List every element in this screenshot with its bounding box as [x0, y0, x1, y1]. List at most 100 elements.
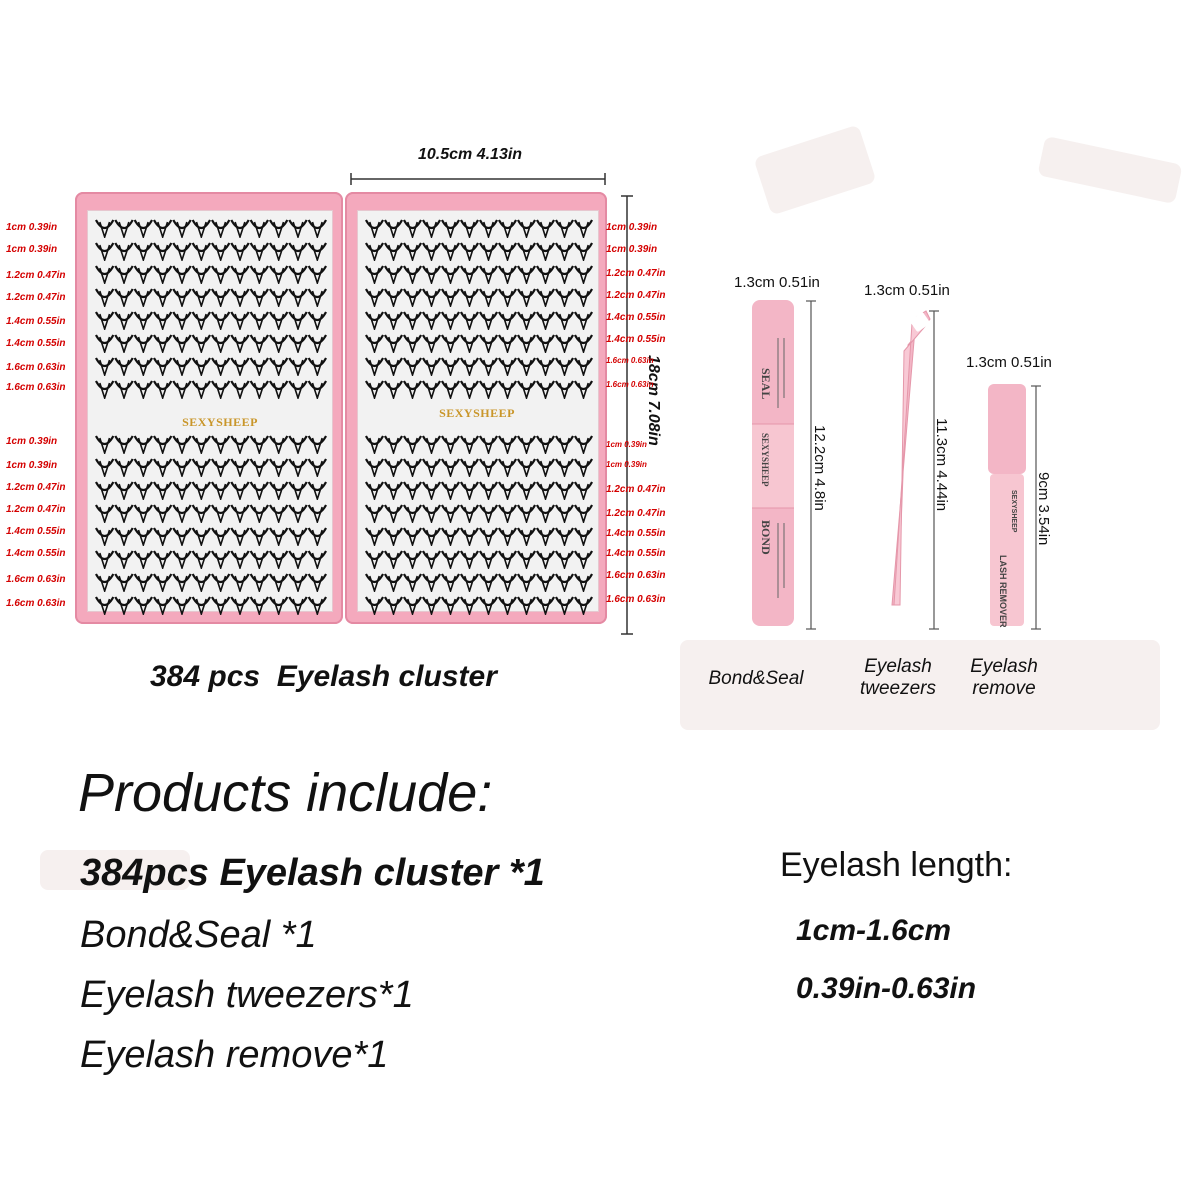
lash-tray-left — [87, 210, 333, 612]
lash-strip — [364, 549, 594, 571]
length-label: 1.4cm 0.55in — [606, 528, 666, 539]
length-label: 1cm 0.39in — [6, 222, 58, 233]
length-label: 1.2cm 0.47in — [606, 268, 666, 279]
svg-text:BOND: BOND — [759, 520, 773, 555]
case-width-label: 10.5cm 4.13in — [418, 146, 523, 163]
lash-strip — [95, 457, 327, 479]
length-label: 1.2cm 0.47in — [6, 292, 66, 303]
lash-strip — [95, 379, 327, 401]
length-label: 1cm 0.39in — [606, 222, 658, 233]
remover-caption-line2: remove — [972, 678, 1036, 699]
length-label: 1.2cm 0.47in — [6, 270, 66, 281]
remover-height-arrow — [1031, 385, 1041, 630]
lash-strip — [364, 480, 594, 502]
lash-strip — [364, 595, 594, 617]
lash-strip — [95, 356, 327, 378]
length-label: 1.4cm 0.55in — [6, 548, 66, 559]
lash-strip — [364, 310, 594, 332]
bond-width-label: 1.3cm 0.51in — [734, 274, 820, 291]
length-label: 1.6cm 0.63in — [6, 382, 66, 393]
lash-strip — [95, 218, 327, 240]
brand-logo-right: SEXYSHEEP — [439, 406, 515, 420]
tweezers-height-label: 11.3cm 4.44in — [933, 418, 950, 512]
case-caption: 384 pcs Eyelash cluster — [150, 660, 497, 693]
lash-strip — [95, 264, 327, 286]
bond-seal-tube: SEAL SEXYSHEEP BOND — [752, 300, 794, 626]
lash-strip — [364, 287, 594, 309]
background-smudge — [680, 640, 1160, 730]
length-label: 1.6cm 0.63in — [606, 380, 654, 389]
lash-strip — [364, 264, 594, 286]
remover-caption: Eyelash remove — [954, 656, 1054, 700]
length-label: 1.6cm 0.63in — [6, 598, 66, 609]
length-label: 1.4cm 0.55in — [606, 312, 666, 323]
lash-strip — [95, 526, 327, 548]
products-heading: Products include: — [78, 763, 493, 823]
svg-text:SEXYSHEEP: SEXYSHEEP — [1010, 490, 1017, 533]
background-smudge — [1037, 135, 1183, 205]
length-label: 1.6cm 0.63in — [606, 594, 666, 605]
length-label: 1cm 0.39in — [606, 244, 658, 255]
length-label: 1.4cm 0.55in — [6, 526, 66, 537]
product-item: Eyelash remove*1 — [80, 1034, 389, 1076]
brand-logo-left: SEXYSHEEP — [182, 415, 258, 429]
length-label: 1.6cm 0.63in — [606, 570, 666, 581]
lash-strip — [364, 356, 594, 378]
lash-strip — [364, 333, 594, 355]
product-item: 384pcs Eyelash cluster *1 — [80, 852, 545, 894]
length-label: 1.2cm 0.47in — [6, 504, 66, 515]
length-label: 1.4cm 0.55in — [606, 334, 666, 345]
lash-strip — [364, 572, 594, 594]
lash-strip — [364, 526, 594, 548]
length-cm: 1cm-1.6cm — [796, 914, 952, 947]
remover-width-label: 1.3cm 0.51in — [966, 354, 1052, 371]
lash-strip — [364, 434, 594, 456]
length-label: 1cm 0.39in — [6, 436, 58, 447]
length-label: 1.2cm 0.47in — [6, 482, 66, 493]
lash-strip — [95, 549, 327, 571]
length-heading: Eyelash length: — [780, 846, 1013, 884]
svg-text:LASH REMOVER: LASH REMOVER — [998, 555, 1008, 628]
tweezers-caption: Eyelash tweezers — [848, 656, 948, 700]
lash-strip — [95, 241, 327, 263]
tweezers-caption-line1: Eyelash — [864, 656, 932, 677]
remover-bottle: LASH REMOVER SEXYSHEEP — [988, 384, 1026, 628]
case-width-arrow — [350, 173, 606, 185]
bond-caption: Bond&Seal — [708, 668, 804, 689]
background-smudge — [40, 850, 190, 890]
lash-strip — [95, 480, 327, 502]
length-label: 1.6cm 0.63in — [606, 356, 654, 365]
tweezers-height-arrow — [929, 310, 939, 630]
lash-strip — [95, 572, 327, 594]
lash-strip — [95, 310, 327, 332]
length-label: 1.4cm 0.55in — [6, 316, 66, 327]
tweezers — [891, 310, 931, 606]
lash-strip — [364, 241, 594, 263]
case-right-half — [345, 192, 607, 624]
remover-caption-line1: Eyelash — [970, 656, 1038, 677]
length-label: 1.2cm 0.47in — [606, 484, 666, 495]
length-label: 1.6cm 0.63in — [6, 574, 66, 585]
length-label: 1.6cm 0.63in — [6, 362, 66, 373]
tweezers-caption-line2: tweezers — [859, 678, 937, 699]
length-label: 1.4cm 0.55in — [606, 548, 666, 559]
lash-strip — [95, 503, 327, 525]
svg-text:SEXYSHEEP: SEXYSHEEP — [760, 433, 770, 487]
lash-strip — [364, 503, 594, 525]
lash-tray-right — [357, 210, 599, 612]
case-height-label: 18cm 7.08in — [645, 355, 662, 446]
length-label: 1.2cm 0.47in — [606, 508, 666, 519]
lash-strip — [364, 379, 594, 401]
length-label: 1.2cm 0.47in — [606, 290, 666, 301]
svg-text:SEAL: SEAL — [759, 368, 773, 399]
lash-strip — [364, 457, 594, 479]
lash-strip — [95, 434, 327, 456]
length-label: 1.4cm 0.55in — [6, 338, 66, 349]
bond-height-label: 12.2cm 4.8in — [811, 425, 828, 511]
remover-height-label: 9cm 3.54in — [1035, 472, 1052, 546]
product-item: Eyelash tweezers*1 — [80, 974, 414, 1016]
case-height-arrow — [621, 195, 633, 635]
lash-strip — [95, 333, 327, 355]
length-label: 1cm 0.39in — [6, 460, 58, 471]
background-smudge — [753, 124, 877, 216]
